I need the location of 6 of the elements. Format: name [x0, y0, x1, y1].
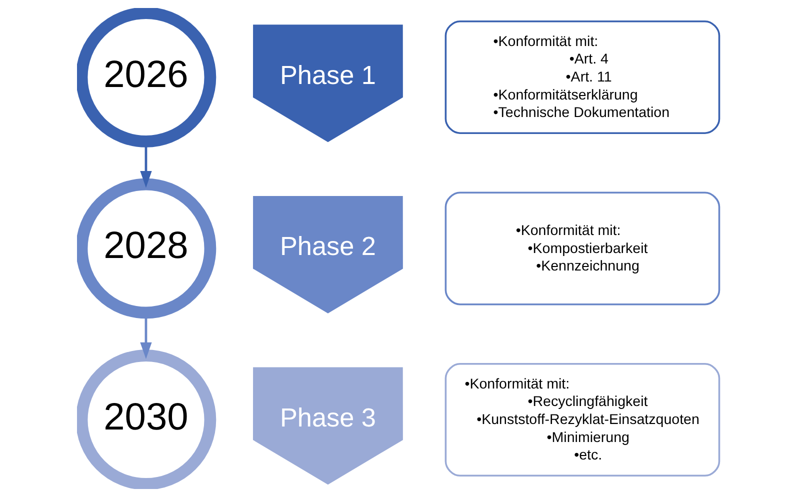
node-box: •Konformität mit: •Art. 4 •Art. 11 •Konformitätserklärung •Technische Dokumentation: [444, 20, 720, 134]
node-circle: 2030: [76, 350, 216, 489]
node-circle: 2026: [76, 8, 216, 148]
node-circle: 2028: [76, 178, 216, 319]
node-box: •Konformität mit: •Kompostierbarkeit •Kennzeichnung: [444, 192, 720, 306]
node-box: •Konformität mit: •Recyclingfähigkeit •Kunststoff-Rezyklat-Einsatzquoten •Minimierung •etc.: [444, 362, 720, 477]
